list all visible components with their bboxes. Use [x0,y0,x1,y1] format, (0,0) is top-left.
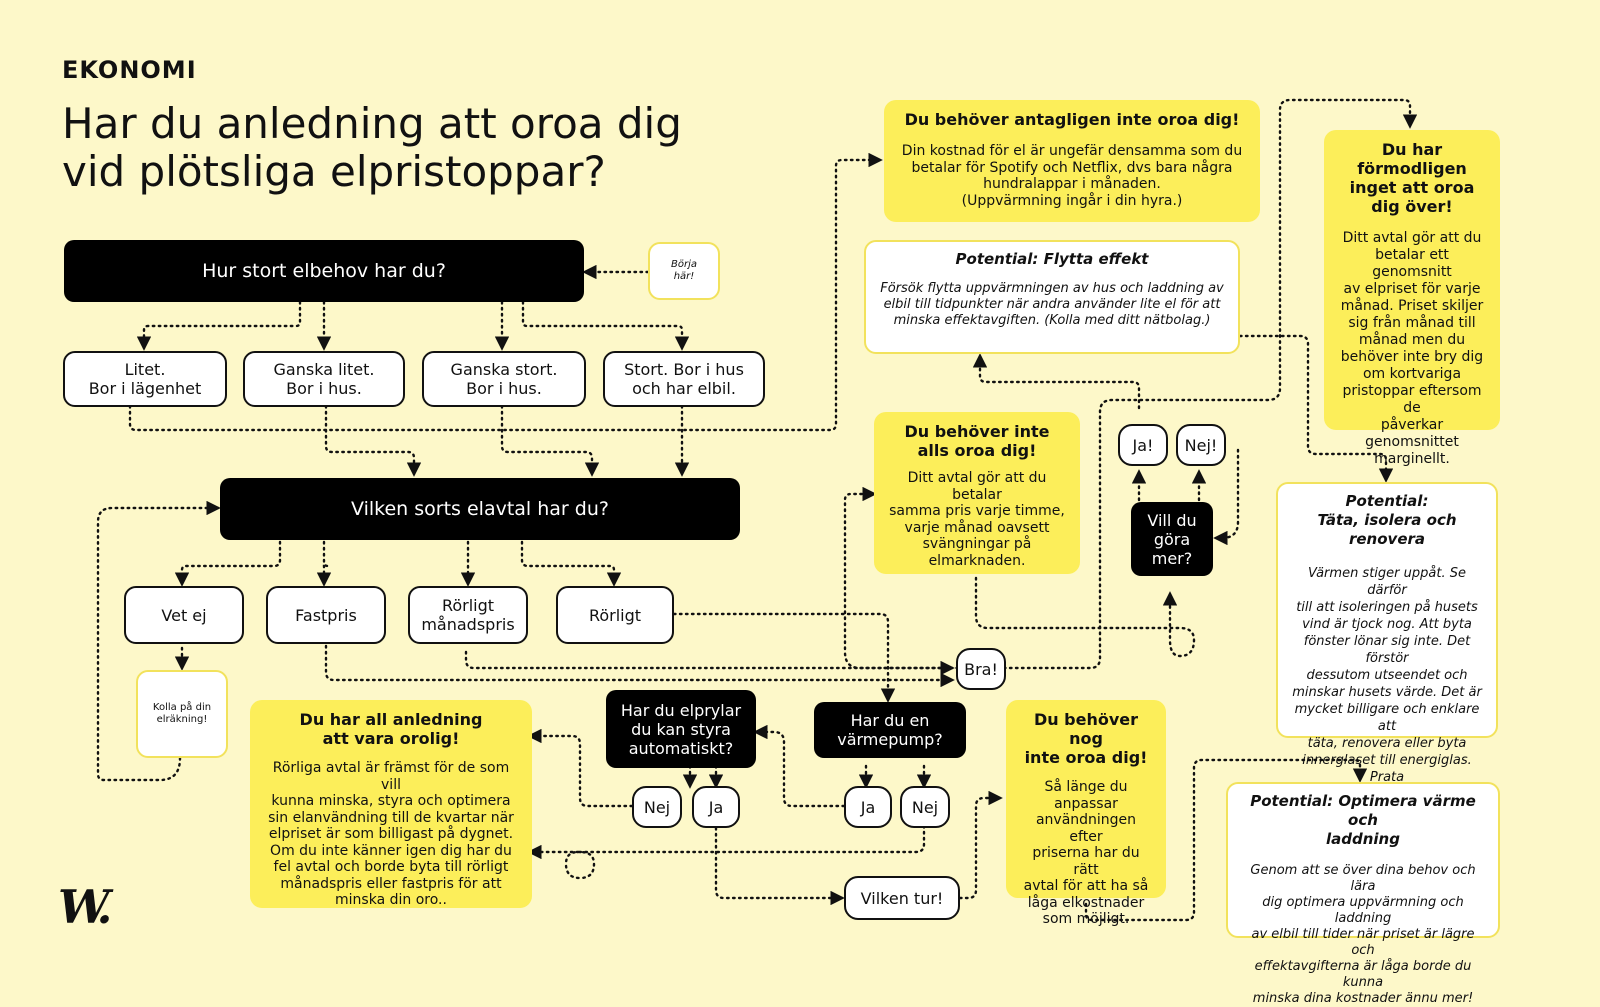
connector [1238,334,1394,483]
question-contract-type-text: Vilken sorts elavtal har du? [351,498,609,520]
answer-need-large[interactable]: Stort. Bor i hus och har elbil. [603,351,765,407]
start-note: Börja här! [648,242,720,300]
outcome-no-worry-at-all-title: Du behöver inte alls oroa dig! [904,422,1050,460]
connector [714,826,845,906]
connector [843,486,978,670]
answer-contract-variable[interactable]: Rörligt [556,586,674,644]
potential-move-power: Potential: Flytta effekt Försök flytta u… [864,240,1240,354]
section-label: EKONOMI [62,56,197,84]
connector [324,404,422,477]
answer-need-fairly-large[interactable]: Ganska stort. Bor i hus. [422,351,586,407]
connector [753,724,846,808]
connector [1213,448,1240,546]
potential-move-power-title: Potential: Flytta effekt [955,250,1149,268]
potential-optimize: Potential: Optimera värme och laddning G… [1226,782,1500,1006]
answer-smart-devices-no[interactable]: Nej [632,786,682,828]
publisher-logo: W. [58,880,112,934]
outcome-probably-nothing-body: Ditt avtal gör att du betalar ett genoms… [1340,230,1484,467]
question-smart-devices: Har du elprylar du kan styra automatiskt… [606,690,756,768]
outcome-no-worry-at-all-body: Ditt avtal gör att du betalar samma pris… [889,470,1065,569]
connector [972,353,1141,410]
check-bill-note: Kolla på din elräkning! [136,670,228,758]
answer-heat-pump-yes[interactable]: Ja [844,786,892,828]
connector [1084,758,1368,922]
check-bill-label: Kolla på din elräkning! [152,702,212,725]
answer-contract-fixed[interactable]: Fastpris [266,586,386,644]
lucky-label: Vilken tur! [844,876,960,920]
question-do-more: Vill du göra mer? [1131,502,1213,576]
potential-insulate-title: Potential: Täta, isolera och renovera [1317,492,1457,548]
connector [128,152,883,432]
outcome-likely-no-worry-title: Du behöver nog inte oroa dig! [1024,710,1148,767]
page-title: Har du anledning att oroa dig vid plötsl… [62,99,682,196]
outcome-likely-no-worry-body: Så länge du anpassar användningen efter … [1023,779,1149,927]
start-label: Börja här! [671,259,697,282]
potential-move-power-body: Försök flytta uppvärmningen av hus och l… [880,281,1224,328]
question-do-more-text: Vill du göra mer? [1147,510,1197,568]
connector [1002,98,1418,670]
publisher-logo-text: W. [58,880,112,934]
answer-do-more-yes[interactable]: Ja! [1118,424,1168,466]
question-electricity-need-text: Hur stort elbehov har du? [202,260,446,282]
outcome-likely-no-worry: Du behöver nog inte oroa dig! Så länge d… [1006,700,1166,927]
outcome-probably-not-worry-title: Du behöver antagligen inte oroa dig! [904,110,1240,129]
connector [974,576,1196,658]
connector [136,300,302,351]
answer-need-fairly-small[interactable]: Ganska litet. Bor i hus. [243,351,405,407]
answer-heat-pump-no[interactable]: Nej [900,786,950,828]
potential-insulate: Potential: Täta, isolera och renovera Vä… [1276,482,1498,836]
question-heat-pump: Har du en värmepump? [814,702,966,758]
question-heat-pump-text: Har du en värmepump? [837,711,943,749]
connector [521,300,690,351]
bra-label: Bra! [956,648,1006,690]
outcome-probably-nothing-title: Du har förmodligen inget att oroa dig öv… [1349,140,1475,216]
connector [520,540,622,587]
outcome-worried-body: Rörliga avtal är främst för de som vill … [268,760,514,908]
outcome-probably-not-worry: Du behöver antagligen inte oroa dig! Din… [884,100,1260,222]
outcome-worried: Du har all anledning att vara orolig! Rö… [250,700,532,908]
question-contract-type: Vilken sorts elavtal har du? [220,478,740,540]
answer-do-more-no[interactable]: Nej! [1176,424,1226,466]
connector [96,500,221,782]
connector [316,540,332,587]
answer-smart-devices-yes[interactable]: Ja [692,786,740,828]
answer-need-small[interactable]: Litet. Bor i lägenhet [63,351,227,407]
question-smart-devices-text: Har du elprylar du kan styra automatiskt… [620,700,742,758]
outcome-no-worry-at-all: Du behöver inte alls oroa dig! Ditt avta… [874,412,1080,574]
connector [958,790,1003,900]
outcome-probably-not-worry-body: Din kostnad för el är ungefär densamma s… [901,143,1243,209]
answer-contract-variable-monthly[interactable]: Rörligt månadspris [408,586,528,644]
connector [324,638,955,688]
outcome-probably-nothing-to-worry: Du har förmodligen inget att oroa dig öv… [1324,130,1500,467]
question-electricity-need: Hur stort elbehov har du? [64,240,584,302]
potential-optimize-body: Genom att se över dina behov och lära di… [1250,863,1476,1006]
connector [527,824,926,880]
outcome-worried-title: Du har all anledning att vara orolig! [299,710,483,748]
connector [174,540,282,587]
potential-optimize-title: Potential: Optimera värme och laddning [1250,792,1476,848]
connector [527,728,634,808]
connector [672,612,896,703]
connector [464,650,955,676]
answer-contract-unknown[interactable]: Vet ej [124,586,244,644]
connector [500,404,600,477]
